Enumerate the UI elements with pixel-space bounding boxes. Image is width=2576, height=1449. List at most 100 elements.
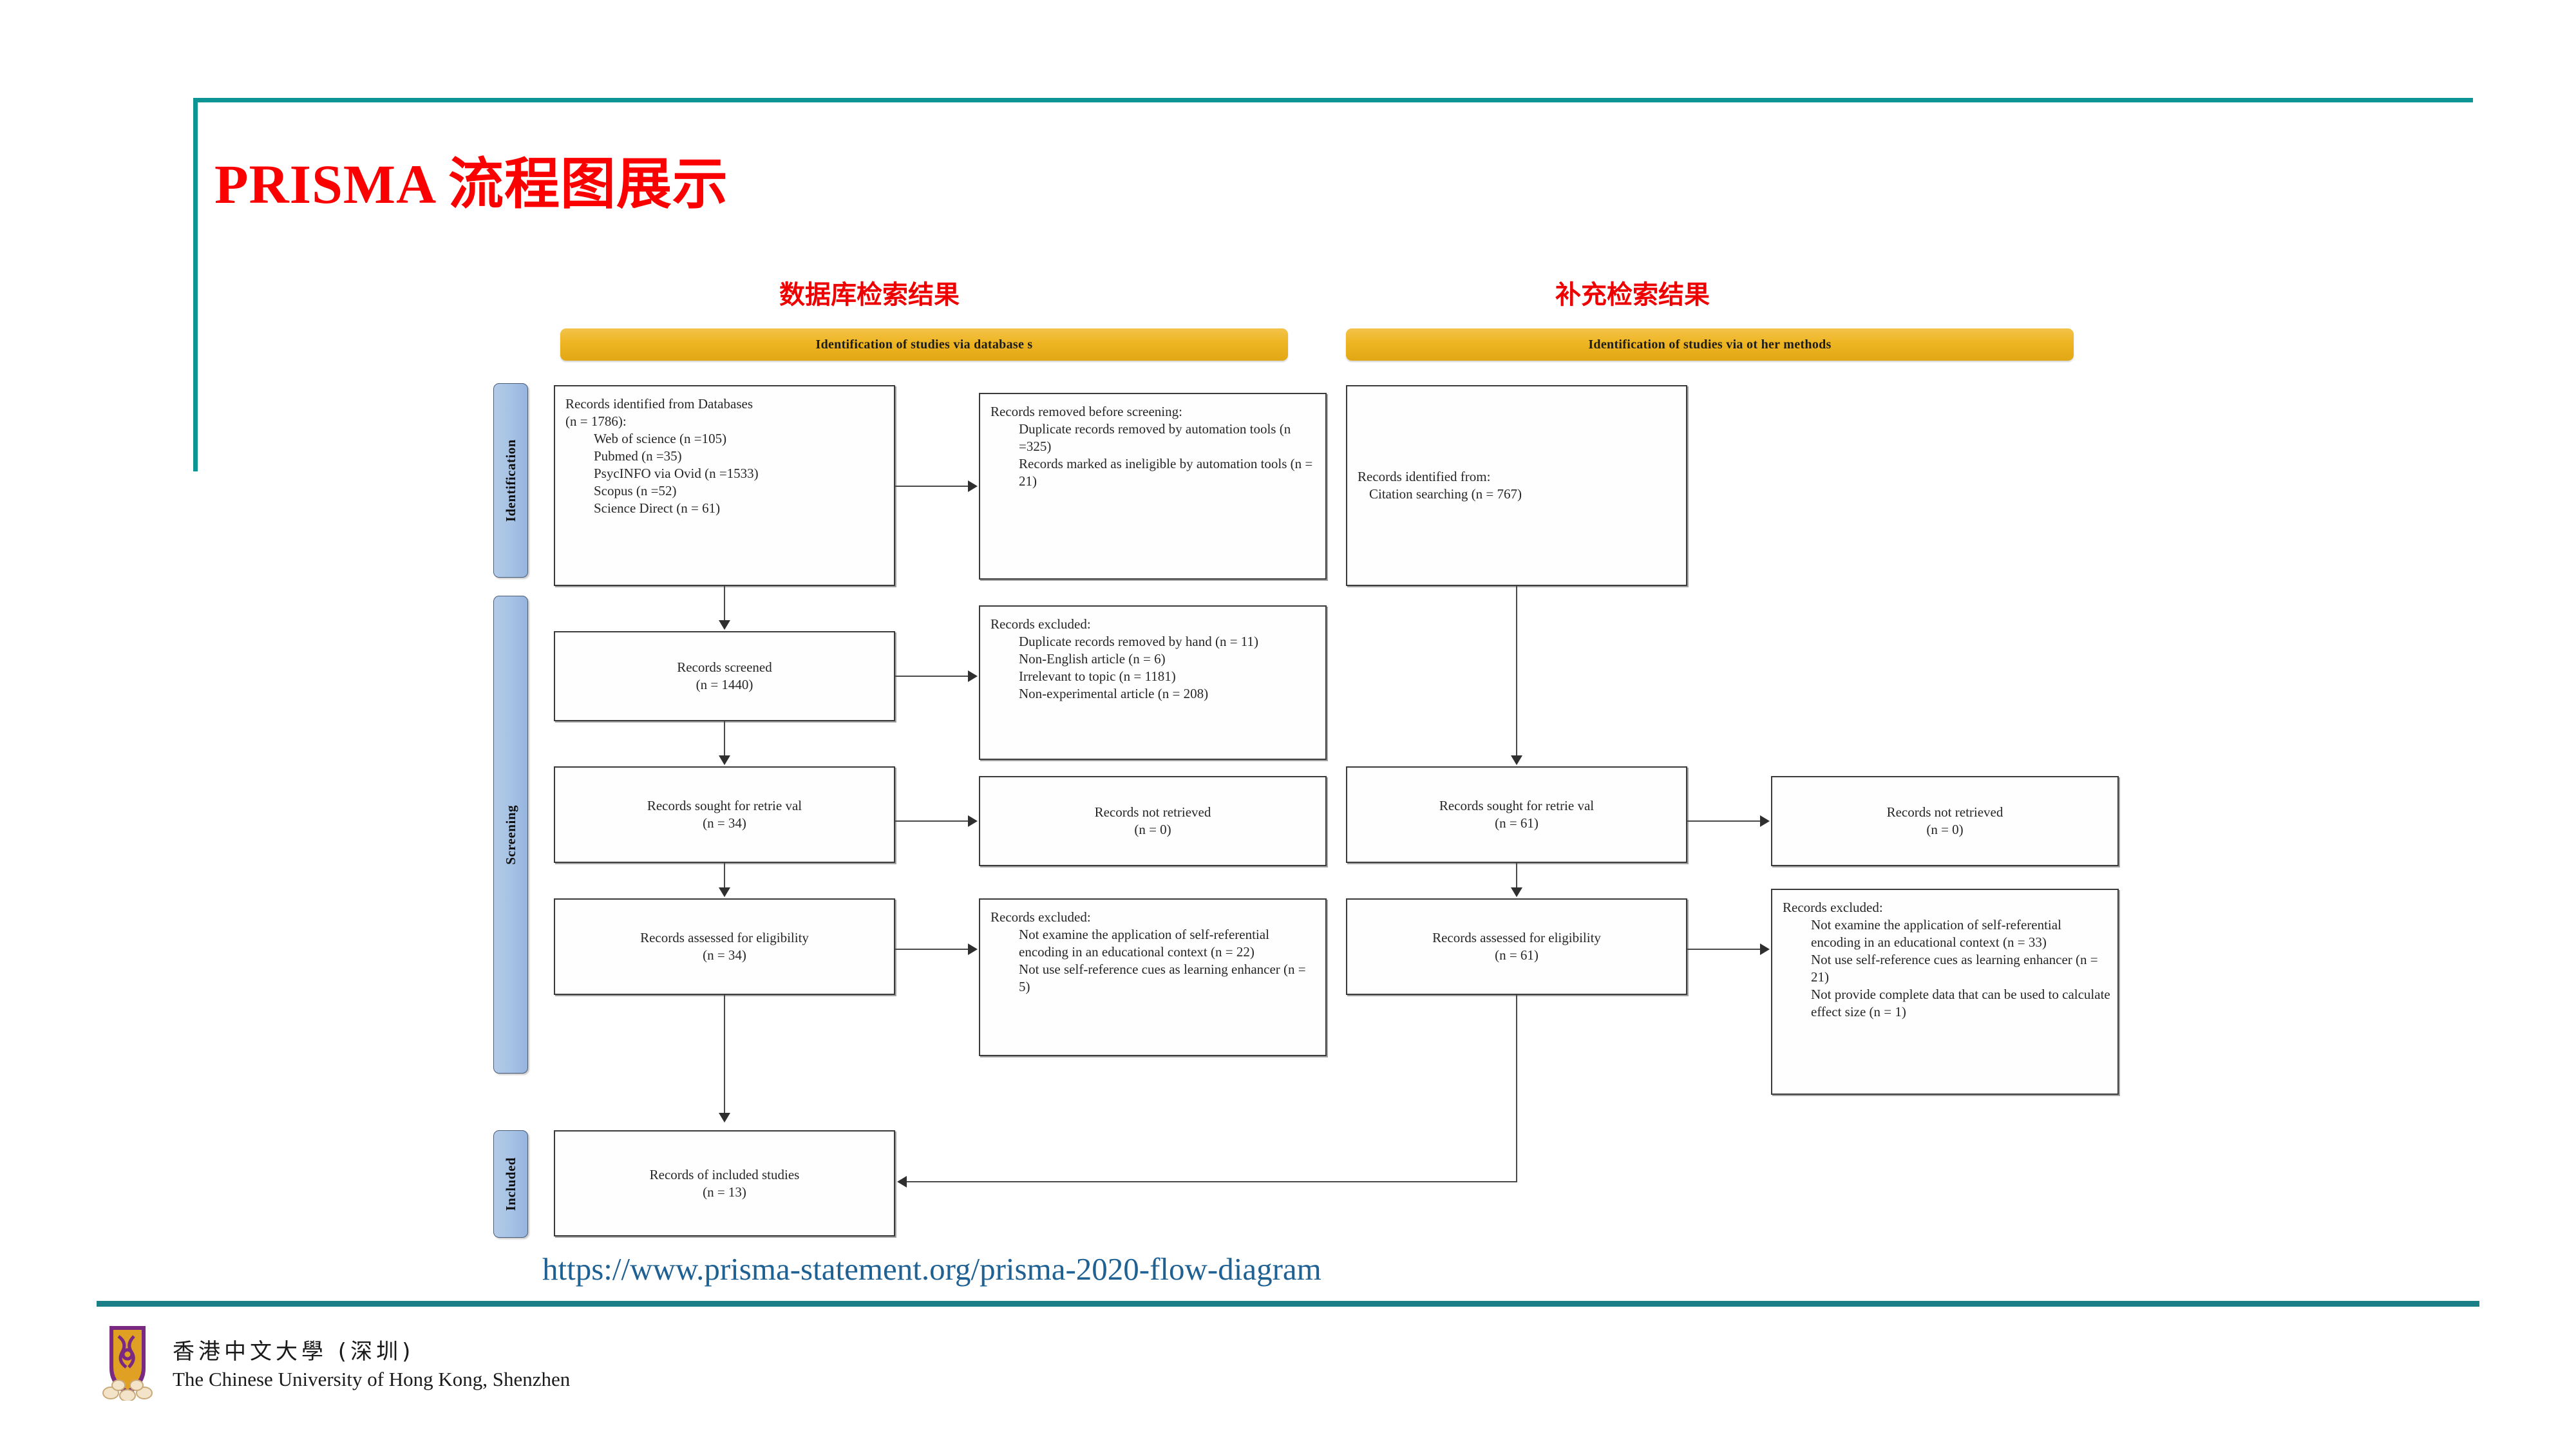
records-excluded-elig-left-head: Records excluded: bbox=[990, 909, 1091, 925]
records-excluded-elig-right-head: Records excluded: bbox=[1783, 900, 1883, 915]
connector-assessed-right-to-included bbox=[907, 1181, 1517, 1182]
arrow-sought-to-notretrieved-right bbox=[1760, 815, 1770, 827]
connector-identified-to-screened bbox=[724, 586, 725, 621]
records-not-retrieved-left-count: (n = 0) bbox=[1134, 822, 1171, 837]
records-excluded-screening-item-3: Non-experimental article (n = 208) bbox=[1019, 686, 1209, 701]
page-title: PRISMA 流程图展示 bbox=[214, 153, 728, 215]
stage-tab-screening-label: Screening bbox=[502, 804, 518, 865]
arrow-assessed-to-excluded-right bbox=[1760, 943, 1770, 955]
records-identified-head: Records identified from Databases bbox=[565, 396, 753, 412]
records-excluded-elig-right-item-1: Not use self-reference cues as learning … bbox=[1811, 952, 2098, 985]
records-identified-other-head: Records identified from: bbox=[1358, 469, 1491, 484]
caption-supplementary-results: 补充检索结果 bbox=[1555, 280, 1710, 310]
footer-text-block: 香港中文大學 (深圳) The Chinese University of Ho… bbox=[173, 1334, 570, 1391]
box-records-assessed-eligibility-right: Records assessed for eligibility (n = 61… bbox=[1346, 898, 1687, 995]
records-not-retrieved-left-head: Records not retrieved bbox=[1094, 804, 1211, 820]
records-assessed-right-head: Records assessed for eligibility bbox=[1432, 930, 1601, 945]
stage-tab-included-label: Included bbox=[502, 1157, 518, 1211]
records-removed-item-1: Records marked as ineligible by automati… bbox=[1019, 456, 1313, 489]
records-included-count: (n = 13) bbox=[703, 1184, 746, 1200]
box-records-screened-text: Records screened (n = 1440) bbox=[555, 659, 894, 694]
stage-tab-identification: Identification bbox=[493, 383, 528, 578]
arrow-identified-to-screened bbox=[719, 620, 730, 630]
box-records-not-retrieved-left-text: Records not retrieved (n = 0) bbox=[980, 804, 1325, 838]
source-url-link[interactable]: https://www.prisma-statement.org/prisma-… bbox=[542, 1251, 1321, 1287]
box-records-assessed-eligibility-right-text: Records assessed for eligibility (n = 61… bbox=[1347, 929, 1686, 964]
box-records-sought-retrieval-left-text: Records sought for retrie val (n = 34) bbox=[555, 797, 894, 832]
arrow-right-to-included bbox=[897, 1176, 907, 1188]
box-records-included-studies: Records of included studies (n = 13) bbox=[554, 1130, 895, 1236]
box-records-excluded-eligibility-right: Records excluded: Not examine the applic… bbox=[1771, 889, 2119, 1095]
box-records-identified-databases: Records identified from Databases (n = 1… bbox=[554, 385, 895, 586]
box-records-sought-retrieval-right: Records sought for retrie val (n = 61) bbox=[1346, 766, 1687, 863]
banner-identification-databases: Identification of studies via database s bbox=[560, 328, 1288, 361]
records-assessed-left-head: Records assessed for eligibility bbox=[640, 930, 809, 945]
records-identified-item-3: Scopus (n =52) bbox=[594, 483, 677, 498]
records-identified-other-item-0: Citation searching (n = 767) bbox=[1369, 486, 1522, 502]
arrow-sought-to-assessed-left bbox=[719, 887, 730, 897]
cuhk-crest-icon bbox=[97, 1323, 158, 1402]
box-records-identified-databases-text: Records identified from Databases (n = 1… bbox=[565, 395, 887, 517]
arrow-screened-to-sought bbox=[719, 755, 730, 765]
box-records-removed-before-screening: Records removed before screening: Duplic… bbox=[979, 393, 1327, 580]
records-excluded-screening-item-2: Irrelevant to topic (n = 1181) bbox=[1019, 668, 1176, 684]
box-records-excluded-screening: Records excluded: Duplicate records remo… bbox=[979, 605, 1327, 760]
records-assessed-left-count: (n = 34) bbox=[703, 947, 746, 963]
connector-assessed-to-excluded-left bbox=[895, 949, 969, 950]
banner-left-label: Identification of studies via database s bbox=[815, 337, 1033, 352]
records-sought-left-head: Records sought for retrie val bbox=[647, 798, 802, 813]
footer-university-name-cn: 香港中文大學 (深圳) bbox=[173, 1338, 415, 1365]
arrow-assessed-to-excluded-left bbox=[968, 943, 978, 955]
records-not-retrieved-right-count: (n = 0) bbox=[1926, 822, 1964, 837]
records-identified-item-4: Science Direct (n = 61) bbox=[594, 500, 721, 516]
box-records-screened: Records screened (n = 1440) bbox=[554, 631, 895, 721]
arrow-screened-to-excluded bbox=[968, 670, 978, 682]
connector-sought-to-assessed-right bbox=[1516, 863, 1517, 889]
connector-identified-other-to-sought-right bbox=[1516, 586, 1517, 757]
banner-identification-other-methods: Identification of studies via ot her met… bbox=[1346, 328, 2074, 361]
connector-sought-to-notretrieved-left bbox=[895, 820, 969, 822]
records-excluded-elig-right-item-2: Not provide complete data that can be us… bbox=[1811, 987, 2110, 1019]
box-records-not-retrieved-right-text: Records not retrieved (n = 0) bbox=[1772, 804, 2117, 838]
arrow-identified-other-to-sought-right bbox=[1511, 755, 1522, 765]
slide-accent-top-rule bbox=[193, 98, 2473, 102]
footer-branding: 香港中文大學 (深圳) The Chinese University of Ho… bbox=[97, 1323, 570, 1402]
slide-accent-bottom-rule bbox=[97, 1301, 2479, 1307]
records-excluded-elig-left-item-1: Not use self-reference cues as learning … bbox=[1019, 961, 1306, 994]
records-identified-item-2: PsycINFO via Ovid (n =1533) bbox=[594, 466, 759, 481]
box-records-sought-retrieval-left: Records sought for retrie val (n = 34) bbox=[554, 766, 895, 863]
records-included-head: Records of included studies bbox=[649, 1166, 800, 1182]
connector-screened-to-excluded bbox=[895, 676, 969, 677]
box-records-identified-other-text: Records identified from: Citation search… bbox=[1358, 468, 1680, 503]
records-assessed-right-count: (n = 61) bbox=[1495, 947, 1539, 963]
records-excluded-screening-item-1: Non-English article (n = 6) bbox=[1019, 651, 1166, 667]
box-records-excluded-eligibility-left-text: Records excluded: Not examine the applic… bbox=[990, 909, 1319, 996]
records-not-retrieved-right-head: Records not retrieved bbox=[1886, 804, 2003, 820]
records-screened-count: (n = 1440) bbox=[696, 677, 753, 692]
stage-tab-screening: Screening bbox=[493, 596, 528, 1074]
connector-screened-to-sought bbox=[724, 721, 725, 757]
arrow-assessed-to-included bbox=[719, 1113, 730, 1122]
records-identified-item-1: Pubmed (n =35) bbox=[594, 448, 682, 464]
box-records-not-retrieved-right: Records not retrieved (n = 0) bbox=[1771, 776, 2119, 866]
banner-right-label: Identification of studies via ot her met… bbox=[1588, 337, 1832, 352]
records-excluded-elig-right-item-0: Not examine the application of self-refe… bbox=[1811, 917, 2061, 950]
records-removed-item-0: Duplicate records removed by automation … bbox=[1019, 421, 1291, 454]
records-identified-item-0: Web of science (n =105) bbox=[594, 431, 727, 446]
box-records-assessed-eligibility-left-text: Records assessed for eligibility (n = 34… bbox=[555, 929, 894, 964]
box-records-excluded-screening-text: Records excluded: Duplicate records remo… bbox=[990, 616, 1319, 703]
arrow-identified-to-removed bbox=[968, 480, 978, 492]
stage-tab-identification-label: Identification bbox=[502, 439, 518, 522]
records-sought-left-count: (n = 34) bbox=[703, 815, 746, 831]
connector-assessed-to-excluded-right bbox=[1687, 949, 1761, 950]
box-records-excluded-eligibility-right-text: Records excluded: Not examine the applic… bbox=[1783, 899, 2111, 1021]
caption-database-results: 数据库检索结果 bbox=[779, 280, 960, 310]
box-records-not-retrieved-left: Records not retrieved (n = 0) bbox=[979, 776, 1327, 866]
records-sought-right-head: Records sought for retrie val bbox=[1439, 798, 1595, 813]
connector-sought-to-notretrieved-right bbox=[1687, 820, 1761, 822]
box-records-included-studies-text: Records of included studies (n = 13) bbox=[555, 1166, 894, 1201]
records-sought-right-count: (n = 61) bbox=[1495, 815, 1539, 831]
connector-identified-to-removed bbox=[895, 486, 969, 487]
footer-university-name-en: The Chinese University of Hong Kong, She… bbox=[173, 1367, 571, 1390]
box-records-identified-other: Records identified from: Citation search… bbox=[1346, 385, 1687, 586]
